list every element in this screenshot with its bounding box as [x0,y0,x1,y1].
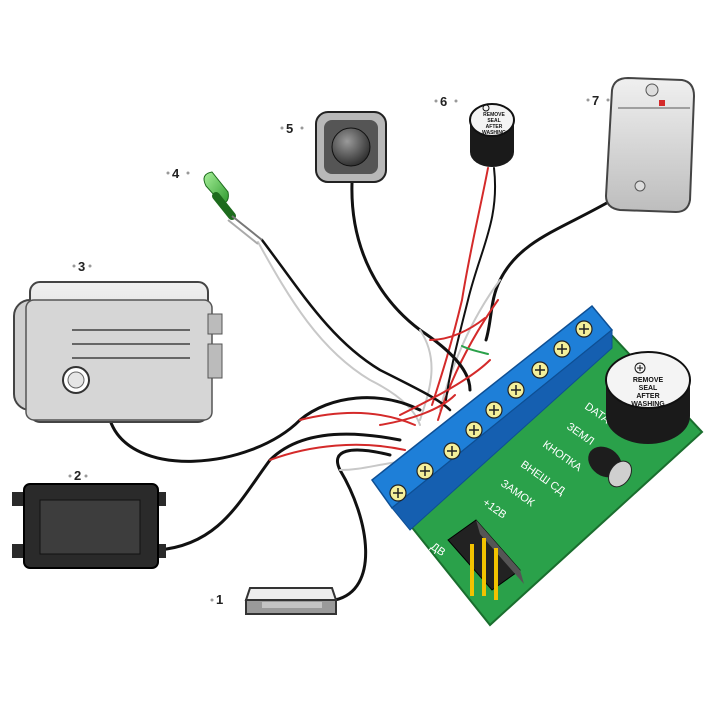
capacitor [588,446,632,488]
reader-device [604,76,696,214]
wire-red-fan-3 [429,317,486,341]
controller-board: DATA ЗЕМЛ КНОПКА ВНЕШ СД ЗАМОК +12В ДВ R… [370,304,704,627]
wire-button-white [419,329,433,421]
callout-3: 3 [78,259,85,274]
jumper-header [447,519,524,600]
wire-reader-2 [439,279,501,411]
board-buzzer-seal-3: AFTER [636,393,659,400]
callout-6: 6 [440,94,447,109]
exit-button-device [315,111,387,183]
board-buzzer: REMOVE SEAL AFTER WASHING [605,351,691,444]
board-buzzer-seal-2: SEAL [639,385,658,392]
buzzer-seal-4: WASHING [482,130,506,136]
wire-red-fan-1 [379,394,456,426]
wire-reader-3 [437,299,499,421]
board-buzzer-seal-4: WASHING [631,401,665,408]
wire-lock-red [299,412,416,426]
door-sensor [244,587,338,615]
wire-door-black [333,448,392,602]
callout-1: 1 [216,592,223,607]
callout-5: 5 [286,121,293,136]
wire-buzzer-black [445,167,496,401]
wire-green-short [461,345,489,355]
terminal-block-front [391,328,613,531]
buzzer-seal-1: REMOVE [483,112,505,118]
callouts: 1 2 3 4 5 6 7 [68,93,610,607]
electric-lock [13,281,223,423]
board-buzzer-seal-1: REMOVE [633,377,664,384]
power-supply [12,483,166,569]
wires [108,167,614,602]
wire-red-fan-2 [399,359,491,416]
buzzer-seal-3: AFTER [486,124,503,130]
wire-button-black [350,181,472,392]
wire-led-black [260,238,452,412]
led-indicator [203,171,263,245]
buzzer-seal-2: SEAL [487,118,500,124]
wire-led-white [257,241,421,426]
wire-buzzer-red [431,167,489,406]
terminal-screws [389,320,593,502]
wire-lock-black [108,396,422,463]
callout-2: 2 [74,468,81,483]
external-buzzer: REMOVE SEAL AFTER WASHING [469,103,515,167]
wire-reader-black [484,198,614,342]
screw-slots [393,324,589,498]
wire-door-white [339,461,399,471]
callout-4: 4 [172,166,180,181]
callout-7: 7 [592,93,599,108]
wire-psu-red [269,443,406,461]
